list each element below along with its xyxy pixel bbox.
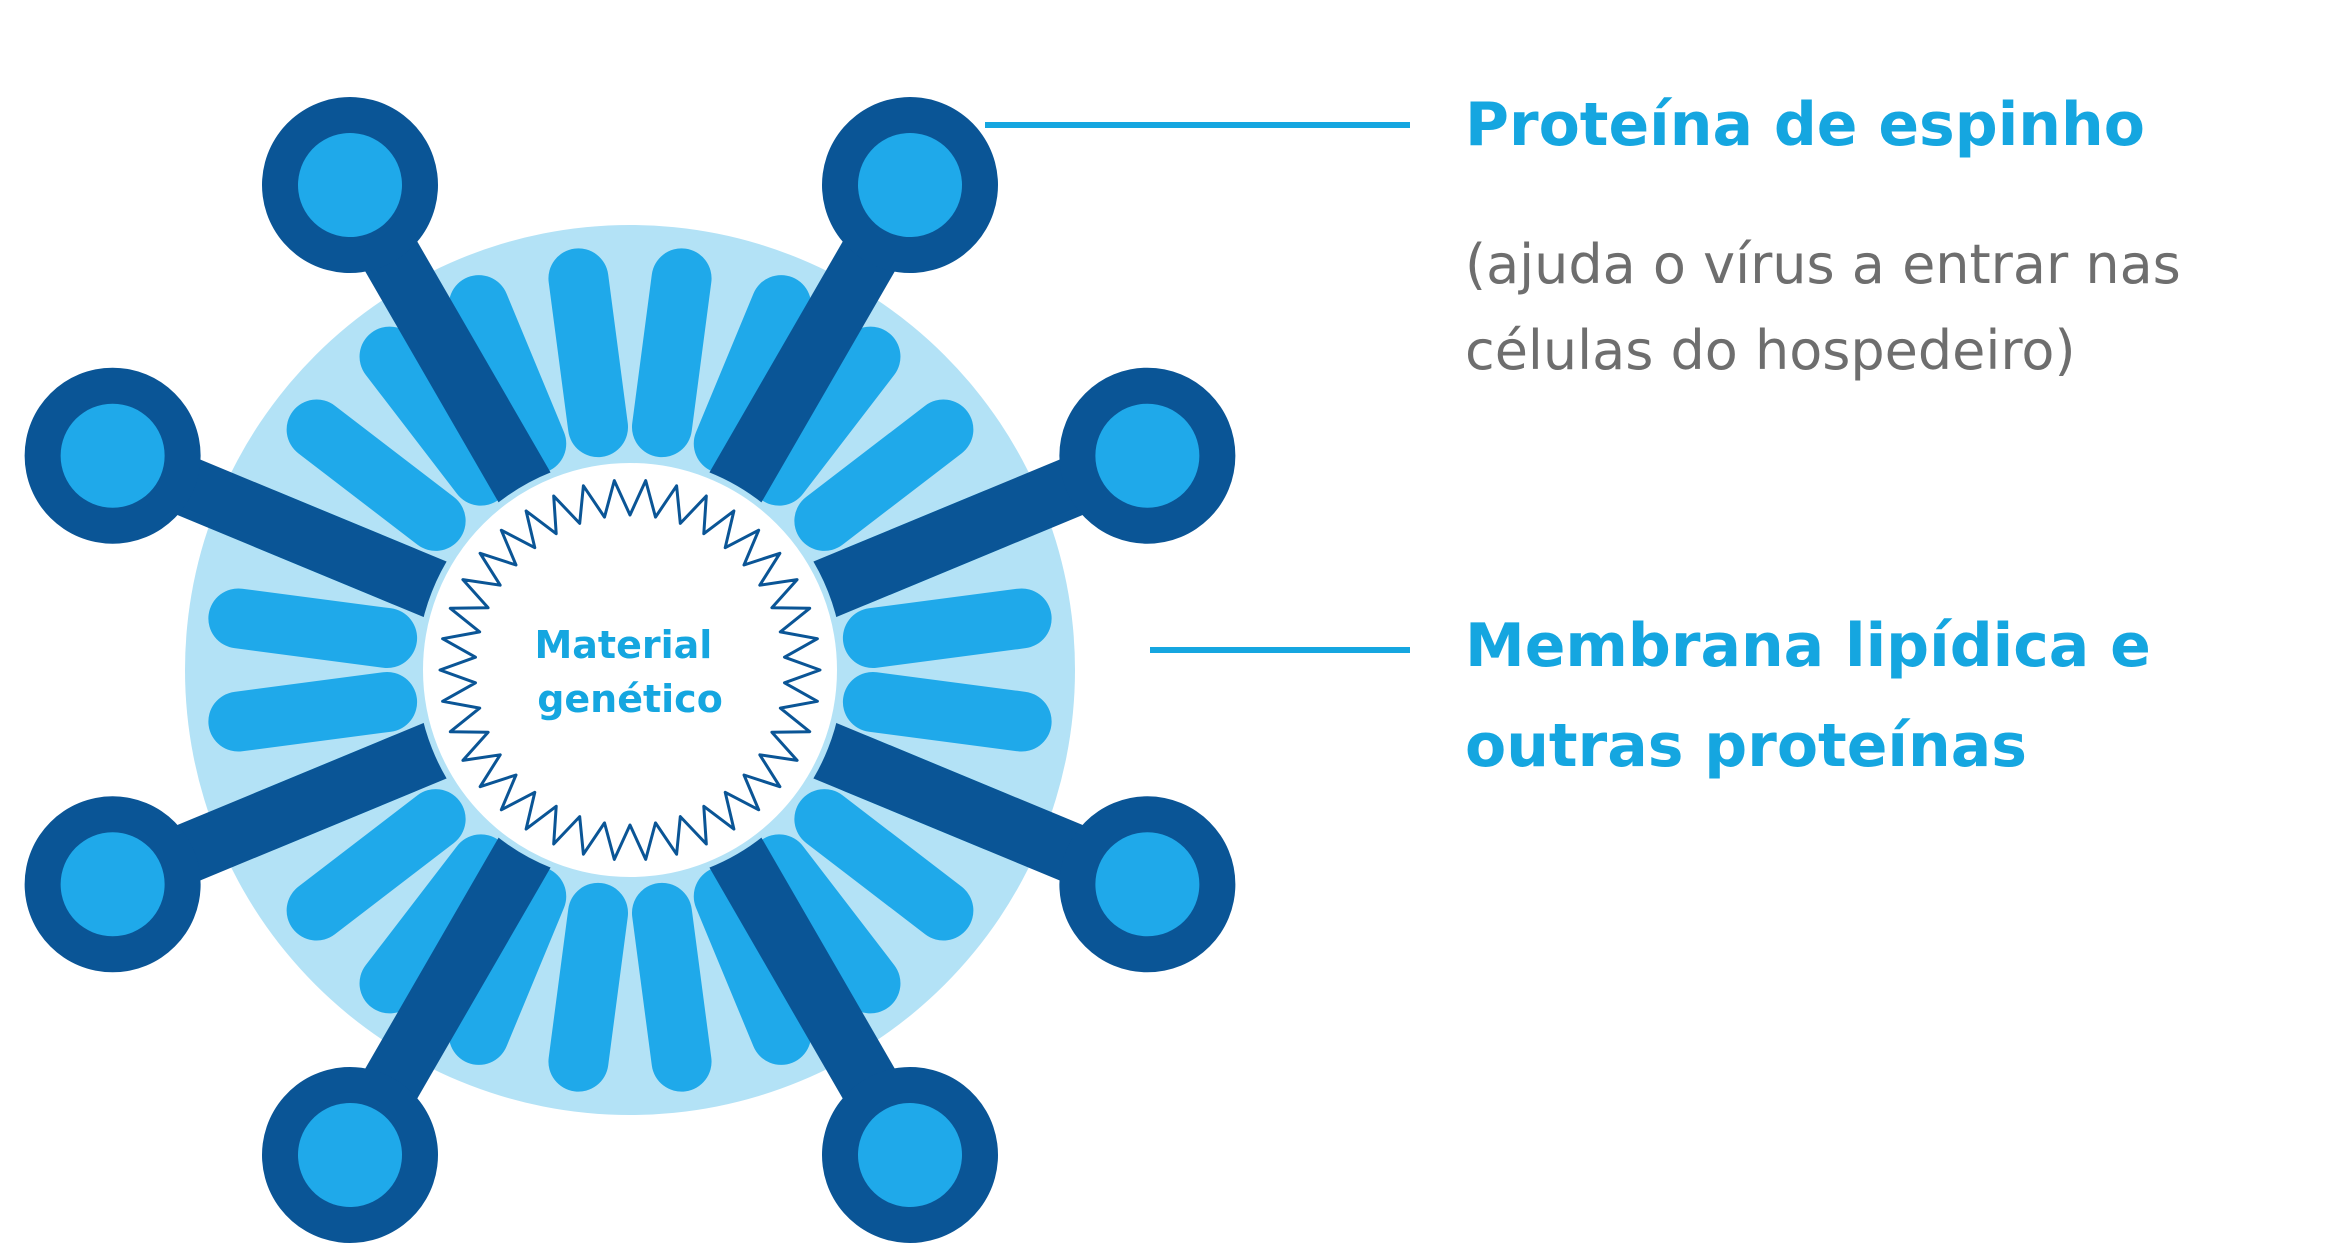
spike-protein-title: Proteína de espinho: [1465, 90, 2145, 160]
membrane-lipid: [631, 882, 712, 1092]
spike-protein: [262, 810, 566, 1243]
spike-stalk: [784, 711, 1122, 897]
genetic-material-core: Material genético: [417, 457, 843, 883]
membrane-lipid: [842, 671, 1052, 752]
rna-strand: [438, 479, 822, 861]
spike-head-inner: [60, 832, 165, 937]
membrane-lipid: [749, 834, 901, 1014]
membrane-lipid: [208, 671, 418, 752]
spike-protein: [694, 97, 998, 530]
spike-protein: [24, 711, 476, 973]
spike-protein-description-line-1: (ajuda o vírus a entrar nas: [1465, 233, 2181, 296]
spike-protein: [694, 810, 998, 1243]
spike-protein: [784, 711, 1236, 973]
core-label-line-2: genético: [537, 677, 723, 721]
spike-head-inner: [298, 133, 403, 238]
spike-protein: [262, 97, 566, 530]
membrane-lipid: [286, 789, 466, 941]
membrane-lipid: [548, 248, 629, 458]
core-label-line-1: Material: [534, 623, 712, 667]
spike-head-inner: [857, 1102, 962, 1207]
spike-stalk: [138, 443, 476, 629]
spike-stalk: [138, 711, 476, 897]
membrane-lipid: [208, 588, 418, 669]
membrane-lipid: [286, 399, 466, 551]
spike-proteins: [24, 97, 1236, 1243]
spike-head-inner: [858, 133, 962, 238]
membrane-lipid: [548, 882, 629, 1092]
spike-stalk: [694, 810, 916, 1136]
core-circle: [417, 457, 843, 883]
spike-head-inner: [1095, 403, 1200, 508]
spike-stalk: [784, 443, 1122, 629]
membrane-title-line-2: outras proteínas: [1465, 711, 2027, 781]
membrane-lipid: [448, 866, 567, 1065]
core-label: Material genético: [534, 623, 725, 721]
membrane-lipid: [842, 588, 1052, 669]
spike-stalk: [344, 204, 566, 530]
membrane-lipid: [794, 789, 974, 941]
spike-protein: [784, 367, 1236, 629]
spike-stalk: [344, 810, 566, 1136]
spike-head-inner: [1095, 832, 1200, 937]
membrane-lipid: [794, 399, 974, 551]
membrane-title-line-1: Membrana lipídica e: [1465, 611, 2151, 681]
membrane-lipid: [749, 326, 901, 506]
membrane-lipid: [359, 834, 511, 1014]
spike-protein: [24, 367, 476, 629]
membrane-lipid: [631, 248, 712, 458]
spike-head-inner: [298, 1102, 403, 1207]
spike-protein-description-line-2: células do hospedeiro): [1465, 319, 2076, 382]
membrane-lipid: [693, 866, 812, 1065]
membrane-lipid: [359, 326, 511, 506]
membrane-lipid: [448, 275, 567, 474]
spike-stalk: [694, 204, 916, 530]
membrane-lipid: [693, 275, 812, 474]
spike-head-inner: [60, 403, 165, 508]
